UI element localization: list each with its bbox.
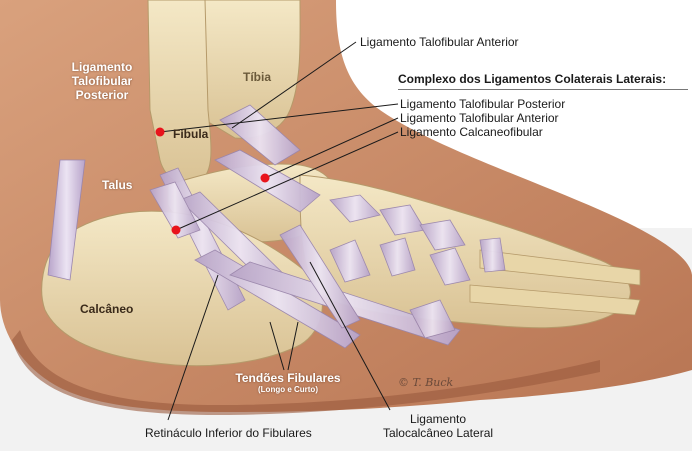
label-tendoes: Tendões Fibulares (Longo e Curto) xyxy=(235,371,341,394)
label-retinaculo: Retináculo Inferior do Fibulares xyxy=(145,426,312,440)
label-complexo-item-2: Ligamento Talofibular Anterior xyxy=(400,111,559,125)
label-calcaneo: Calcâneo xyxy=(80,302,134,316)
label-tibia: Tíbia xyxy=(243,70,272,84)
label-posterior-left: Ligamento Talofibular Posterior xyxy=(71,60,133,102)
label-talus: Talus xyxy=(102,178,133,192)
achilles-tendon xyxy=(47,159,86,281)
label-complexo-item-3: Ligamento Calcaneofibular xyxy=(400,125,543,139)
label-complexo-title: Complexo dos Ligamentos Colaterais Later… xyxy=(398,72,667,86)
label-talocalcaneo: Ligamento Talocalcâneo Lateral xyxy=(382,412,494,440)
marker-anterior xyxy=(260,173,270,183)
ligaments xyxy=(149,104,506,349)
marker-posterior xyxy=(155,127,165,137)
label-ligamento-talofibular-anterior-top: Ligamento Talofibular Anterior xyxy=(360,35,519,49)
label-complexo-item-1: Ligamento Talofibular Posterior xyxy=(400,97,566,111)
marker-calcaneofibular xyxy=(171,225,181,235)
complexo-divider xyxy=(398,89,688,90)
artist-signature: © T. Buck xyxy=(398,376,454,389)
pointer-lines xyxy=(159,41,399,421)
label-fibula: Fíbula xyxy=(173,127,209,141)
